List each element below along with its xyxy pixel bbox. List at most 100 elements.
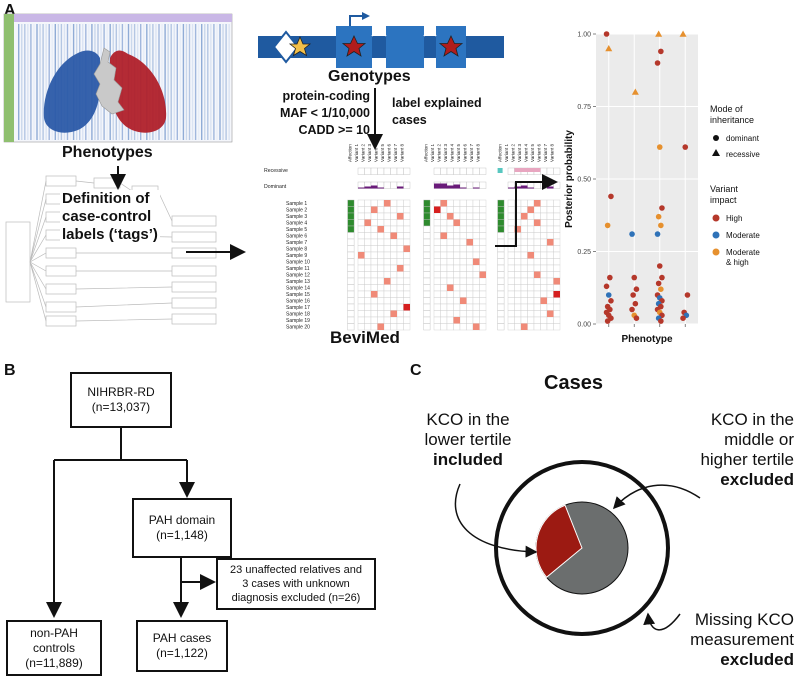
affection-cell	[423, 316, 431, 324]
genotype-cell	[440, 277, 448, 285]
genotype-cell	[403, 225, 411, 233]
genotype-cell	[459, 277, 467, 285]
genotype-cell	[377, 251, 385, 259]
genotype-cell	[527, 245, 535, 253]
variant-call-cell	[364, 219, 371, 226]
variant-column-label: Variant 3	[367, 144, 372, 162]
variant-call-cell	[403, 304, 410, 311]
data-point-circle	[659, 274, 665, 281]
affection-cell	[347, 225, 355, 233]
genotype-cell	[357, 264, 365, 272]
genotype-cell	[433, 258, 441, 266]
genotype-cell	[507, 212, 515, 220]
genotype-cell	[520, 258, 528, 266]
genotype-cell	[370, 316, 378, 324]
genotype-cell	[472, 297, 480, 305]
variant-column-label: Variant 5	[530, 144, 535, 162]
exon-2	[386, 26, 424, 68]
data-point-triangle	[605, 45, 613, 52]
genotype-cell	[540, 303, 548, 311]
genotype-cell	[466, 277, 474, 285]
variant-column-label: Variant 4	[524, 144, 529, 162]
dominant-bar	[514, 186, 521, 189]
genotype-cell	[390, 245, 398, 253]
data-point-circle	[658, 286, 664, 293]
genotype-cell	[396, 206, 404, 214]
genotype-cell	[546, 232, 554, 240]
sample-label: Sample 10	[286, 260, 310, 266]
y-tick-label: 0.25	[577, 249, 591, 256]
genotype-cell	[472, 206, 480, 214]
genotype-cell	[383, 206, 391, 214]
genotype-cell	[357, 290, 365, 298]
genotype-cell	[466, 219, 474, 227]
genotype-cell	[446, 245, 454, 253]
variant-call-cell	[377, 323, 384, 330]
genotype-cell	[507, 238, 515, 246]
genotype-cell	[370, 219, 378, 227]
genotype-cell	[459, 245, 467, 253]
genotype-cell	[403, 284, 411, 292]
genotype-cell	[446, 271, 454, 279]
genotype-cell	[453, 258, 461, 266]
genotype-cell	[546, 219, 554, 227]
genotype-cell	[533, 290, 541, 298]
data-point-circle	[603, 31, 610, 37]
genotype-cell	[357, 245, 365, 253]
tss-arrow	[349, 15, 362, 26]
kco-lower-line-1: KCO in the	[426, 410, 510, 429]
genotype-cell	[466, 232, 474, 240]
genotype-cell	[527, 199, 535, 207]
data-point-circle	[604, 318, 611, 324]
genotype-cell	[364, 245, 372, 253]
affection-cell	[423, 212, 431, 220]
pah-cases-title: PAH cases	[152, 631, 212, 645]
heatmap-top-band	[4, 14, 232, 22]
genotype-cell	[383, 303, 391, 311]
dominant-cell	[479, 181, 487, 189]
genotype-cell	[370, 245, 378, 253]
genotype-cell	[472, 316, 480, 324]
genotype-cell	[364, 212, 372, 220]
variant-column-label: Affection	[498, 144, 503, 162]
flowchart-connectors	[46, 426, 216, 618]
affection-cell	[423, 238, 431, 246]
variant-column-label: Variant 1	[354, 144, 359, 162]
variant-column-label: Variant 7	[543, 144, 548, 162]
genotype-cell	[453, 206, 461, 214]
affection-cell	[423, 271, 431, 279]
genotype-cell	[440, 290, 448, 298]
missing-kco-excluded: excluded	[720, 650, 794, 669]
data-point-circle	[604, 222, 611, 229]
sample-label: Sample 14	[286, 286, 310, 292]
genotype-cell	[357, 206, 365, 214]
genotype-cell	[377, 297, 385, 305]
affection-cell	[423, 297, 431, 305]
affection-cell	[497, 199, 505, 207]
variant-column-label: Variant 2	[437, 144, 442, 162]
genotype-cell	[514, 277, 522, 285]
excluded-line-1: 23 unaffected relatives and	[230, 564, 362, 576]
heatmap-stripe	[228, 24, 230, 140]
recessive-cell	[364, 167, 372, 175]
genotypes-label: Genotypes	[328, 68, 411, 85]
y-axis-label: Posterior probability	[564, 130, 575, 228]
arrow-missing	[643, 612, 681, 631]
affection-cell	[497, 225, 505, 233]
variant-call-cell	[358, 252, 365, 259]
label-explained-line-1: label explained	[392, 96, 482, 110]
arrow-middle-higher	[612, 484, 701, 510]
genotype-cell	[472, 303, 480, 311]
genotype-cell	[466, 251, 474, 259]
genotype-cell	[377, 303, 385, 311]
missing-kco-line-1: Missing KCO	[694, 610, 794, 629]
genotype-cell	[459, 303, 467, 311]
kco-higher-label: KCO in the middle or higher tertile excl…	[670, 410, 794, 490]
sample-label: Sample 2	[286, 208, 307, 214]
variant-call-cell	[527, 206, 534, 213]
variant-column-label: Variant 2	[361, 144, 366, 162]
affection-cell	[497, 297, 505, 305]
genotype-cell	[396, 251, 404, 259]
panel-a-letter: A	[4, 2, 16, 19]
